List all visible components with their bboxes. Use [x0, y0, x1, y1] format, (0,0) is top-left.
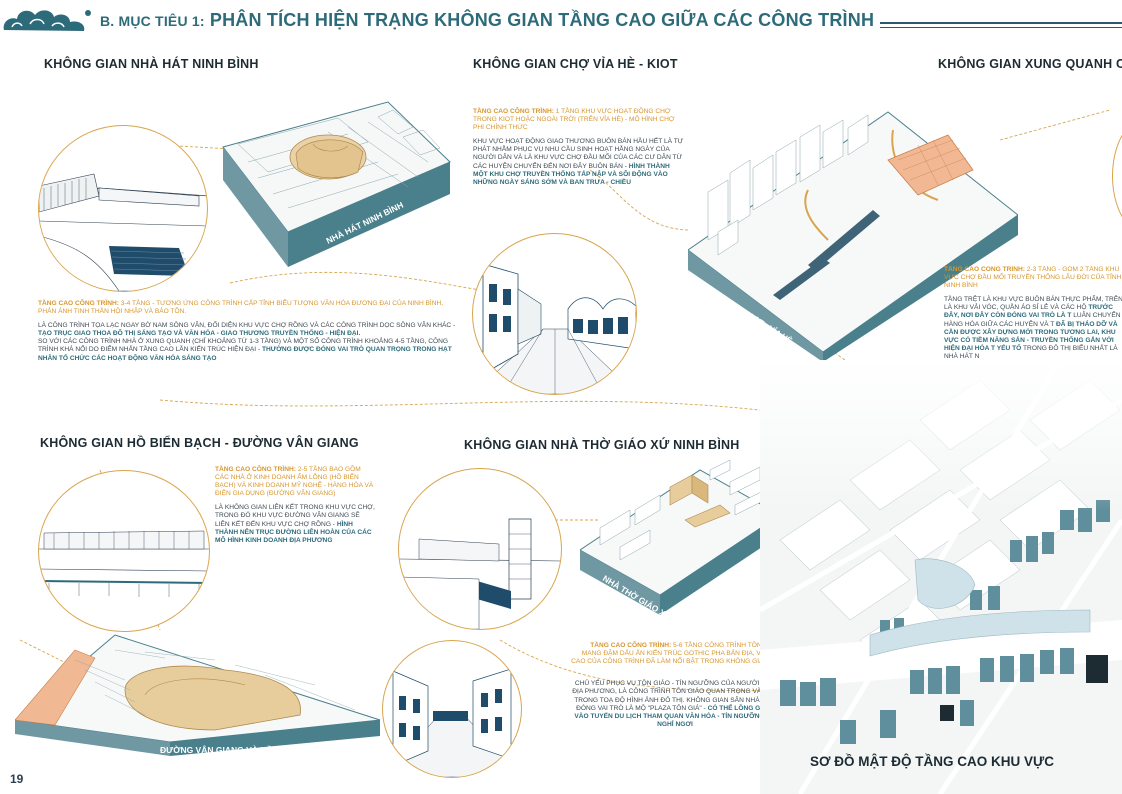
street-view-circle-nha-tho-street [382, 640, 522, 778]
text-block-xung-quanh: TẦNG CAO CÔNG TRÌNH: 2-3 TẦNG - GỒM 2 TẦ… [944, 266, 1122, 360]
model-cho-via-he: CHỢ KIOT - VỈA HÈ VÀ KHU VỰC CHỢ RỒNG NI… [688, 111, 1018, 362]
section-heading-nha-hat: KHÔNG GIAN NHÀ HÁT NINH BÌNH [44, 57, 259, 71]
header-rule [880, 22, 1122, 24]
text-block-nha-tho: TẦNG CAO CÔNG TRÌNH: 5-6 TẦNG CÔNG TRÌNH… [571, 642, 780, 728]
street-view-circle-cho [472, 233, 637, 395]
street-view-circle-nha-hat [38, 125, 208, 292]
street-view-circle-ho-bien-bach [38, 470, 210, 632]
header-rule-thin [880, 27, 1122, 28]
text-block-cho-via-he: TẦNG CAO CÔNG TRÌNH: 1 TẦNG KHU VỰC HOẠT… [473, 108, 684, 186]
map-title: SƠ ĐỒ MẬT ĐỘ TẦNG CAO KHU VỰC [810, 754, 1054, 769]
text-block-nha-hat: TẦNG CAO CÔNG TRÌNH: 3-4 TẦNG - TƯƠNG ỨN… [38, 300, 456, 362]
model-nha-tho: NHÀ THỜ GIÁO XỨ NINH BÌNH [580, 459, 780, 625]
text-block-ho-bien-bach: TẦNG CAO CÔNG TRÌNH: 2-5 TẦNG BAO GỒM CÁ… [215, 466, 375, 544]
street-view-circle-nha-tho [398, 468, 562, 630]
height-density-map [760, 360, 1122, 794]
page-title: B. MỤC TIÊU 1: PHÂN TÍCH HIỆN TRẠNG KHÔN… [100, 10, 875, 30]
cloud-ornament-icon [3, 10, 91, 31]
section-heading-xung-quanh: KHÔNG GIAN XUNG QUANH CH [938, 57, 1122, 71]
model-label-ho-bien-bach: ĐƯỜNG VÂN GIANG VÀ HỒ BIỂN BẠCH [160, 744, 323, 755]
model-ho-bien-bach: ĐƯỜNG VÂN GIANG VÀ HỒ BIỂN BẠCH [15, 634, 381, 756]
model-nha-hat: NHÀ HÁT NINH BÌNH [222, 101, 451, 267]
section-heading-cho-via-he: KHÔNG GIAN CHỢ VỈA HÈ - KIOT [473, 57, 678, 71]
page-number: 19 [10, 772, 24, 786]
section-heading-ho-bien-bach: KHÔNG GIAN HỒ BIỂN BẠCH - ĐƯỜNG VÂN GIAN… [40, 436, 359, 450]
section-heading-nha-tho: KHÔNG GIAN NHÀ THỜ GIÁO XỨ NINH BÌNH [464, 438, 740, 452]
